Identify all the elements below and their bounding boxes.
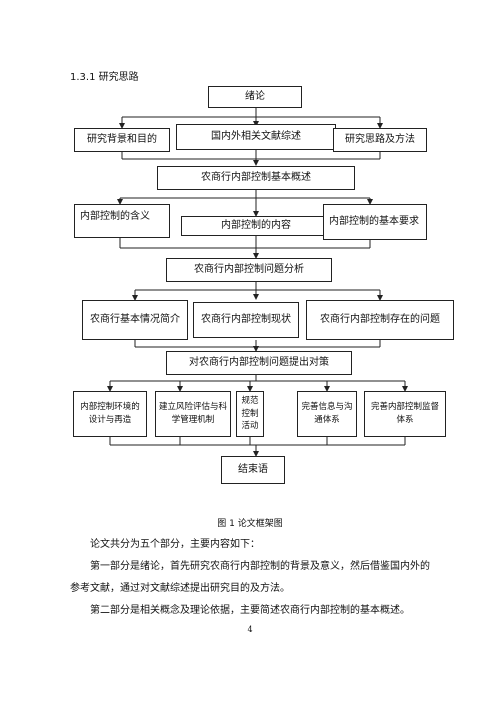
stage4-box-countermeasures: 对农商行内部控制问题提出对策: [166, 351, 352, 375]
row1-box-background: 研究背景和目的: [74, 128, 170, 152]
row4-box-environment: 内部控制环境的设计与再造: [73, 391, 147, 437]
row3-box-problems: 农商行内部控制存在的问题: [306, 300, 454, 340]
row3-box-bank-intro: 农商行基本情况简介: [82, 300, 188, 340]
page-number: 4: [247, 625, 253, 634]
intro-box: 绪论: [208, 86, 302, 108]
paragraph-part-two: 第二部分是相关概念及理论依据，主要简述农商行内部控制的基本概述。: [90, 605, 410, 616]
row4-box-supervision: 完善内部控制监督体系: [364, 391, 446, 437]
stage3-box-analysis: 农商行内部控制问题分析: [166, 258, 332, 282]
figure-caption: 图 1 论文框架图: [217, 519, 283, 529]
section-heading: 1.3.1 研究思路: [70, 72, 139, 83]
row1-box-literature: 国内外相关文献综述: [176, 124, 336, 150]
row4-box-information: 完善信息与沟通体系: [297, 391, 357, 437]
row2-box-content: 内部控制的内容: [181, 216, 331, 236]
row4-box-control-activities: 规范控制活动: [236, 391, 264, 437]
row2-box-definition: 内部控制的含义: [74, 204, 170, 238]
paragraph-overview: 论文共分为五个部分，主要内容如下：: [90, 539, 260, 550]
row1-box-methods: 研究思路及方法: [333, 128, 427, 152]
conclusion-box: 结束语: [221, 456, 285, 484]
row3-box-status: 农商行内部控制现状: [193, 302, 299, 338]
stage2-box-overview: 农商行内部控制基本概述: [157, 166, 355, 190]
row4-box-risk-assessment: 建立风险评估与科学管理机制: [155, 391, 231, 437]
paragraph-part-one: 第一部分是绪论，首先研究农商行内部控制的背景及意义，然后借鉴国内外的参考文献，通…: [70, 561, 430, 594]
row2-box-requirements: 内部控制的基本要求: [323, 204, 427, 240]
